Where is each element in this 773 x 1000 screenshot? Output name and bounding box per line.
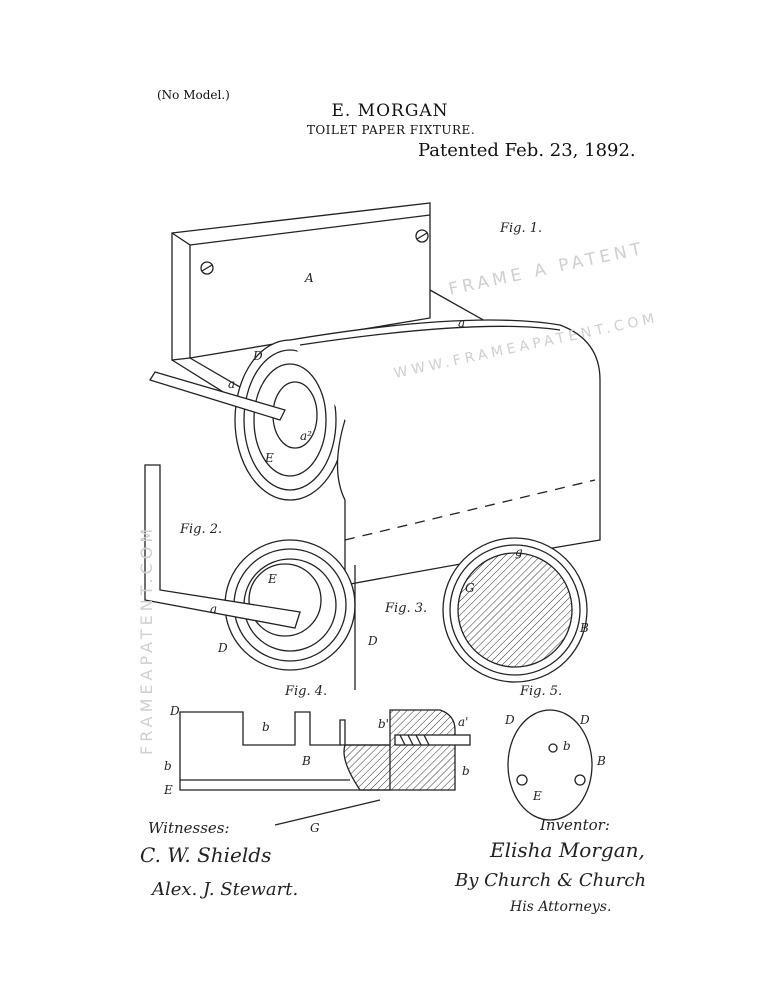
fig4-drawing bbox=[179, 709, 471, 826]
attorneys-label: His Attorneys. bbox=[509, 899, 611, 915]
ref-E-fig2: E bbox=[267, 572, 277, 586]
ref-a2: a² bbox=[300, 429, 312, 443]
ref-a-fig2: a bbox=[210, 602, 217, 616]
inventor-name: E. MORGAN bbox=[331, 101, 449, 121]
fig5-label: Fig. 5. bbox=[519, 684, 562, 699]
ref-b-prime: b' bbox=[378, 717, 389, 731]
ref-a: a bbox=[458, 316, 465, 330]
fig3-label: Fig. 3. bbox=[384, 601, 427, 616]
fig1-label: Fig. 1. bbox=[499, 221, 542, 236]
watermark-line1: FRAME A PATENT bbox=[447, 239, 647, 300]
fig2-label: Fig. 2. bbox=[179, 522, 222, 537]
ref-b-fig4b: b bbox=[462, 764, 470, 778]
witness2-signature: Alex. J. Stewart. bbox=[150, 879, 298, 900]
ref-B-fig3: B bbox=[579, 621, 589, 635]
fig1-drawing bbox=[149, 202, 601, 586]
witness1-signature: C. W. Shields bbox=[140, 843, 271, 867]
patent-title: TOILET PAPER FIXTURE. bbox=[306, 123, 476, 137]
ref-D-fig2b: D bbox=[367, 634, 378, 648]
ref-E: E bbox=[264, 451, 274, 465]
ref-D-fig5: D bbox=[504, 713, 515, 727]
ref-G: G bbox=[465, 581, 475, 595]
witnesses-label: Witnesses: bbox=[148, 819, 230, 837]
ref-a-2: a bbox=[228, 377, 235, 391]
ref-D-fig5b: D bbox=[579, 713, 590, 727]
inventor-label: Inventor: bbox=[539, 816, 610, 834]
inventor-signature: Elisha Morgan, bbox=[489, 838, 645, 862]
watermark-vertical: FRAMEAPATENT.COM bbox=[137, 525, 156, 755]
ref-B-fig5: B bbox=[596, 754, 606, 768]
attorneys-signature: By Church & Church bbox=[454, 870, 646, 891]
fig4-label: Fig. 4. bbox=[284, 684, 327, 699]
ref-D-fig4: D bbox=[169, 704, 180, 718]
ref-b-fig4c: b bbox=[164, 759, 172, 773]
ref-E-fig5: E bbox=[532, 789, 542, 803]
ref-D-fig2: D bbox=[217, 641, 228, 655]
fig3-drawing bbox=[442, 537, 588, 683]
ref-D: D bbox=[252, 349, 263, 363]
ref-b-fig4: b bbox=[262, 720, 270, 734]
ref-b-fig5: b bbox=[563, 739, 571, 753]
fig5-drawing bbox=[507, 709, 593, 821]
ref-g: g bbox=[515, 545, 523, 559]
no-model-note: (No Model.) bbox=[157, 88, 230, 102]
ref-B-fig4: B bbox=[301, 754, 311, 768]
patent-date: Patented Feb. 23, 1892. bbox=[418, 140, 636, 161]
ref-G-fig4: G bbox=[310, 821, 320, 835]
ref-A: A bbox=[304, 271, 314, 285]
ref-E-fig4: E bbox=[163, 783, 173, 797]
ref-a-prime: a' bbox=[458, 715, 468, 729]
fig2-drawing bbox=[144, 464, 356, 690]
